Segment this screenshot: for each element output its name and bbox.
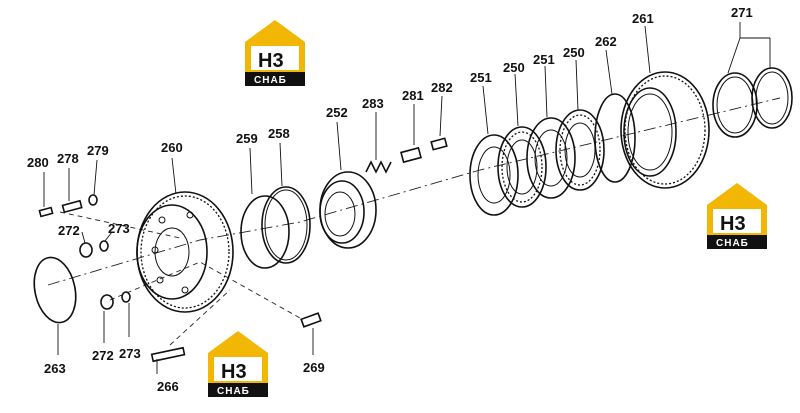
label-271: 271 — [731, 5, 753, 20]
label-250b: 250 — [563, 45, 585, 60]
label-262: 262 — [595, 34, 617, 49]
label-250a: 250 — [503, 60, 525, 75]
part-261-drum — [620, 71, 710, 189]
guide-line-bolt — [169, 289, 231, 346]
leader-lines — [43, 22, 771, 374]
brand-logo-bottom: H3 СНАБ — [208, 331, 268, 397]
label-280: 280 — [27, 155, 49, 170]
guide-line-lower — [109, 261, 301, 319]
label-269: 269 — [303, 360, 325, 375]
part-258-ring — [261, 186, 311, 264]
logo-mark: H3 — [258, 50, 284, 72]
logo-sub: СНАБ — [217, 386, 250, 397]
part-labels: 280 278 279 260 272 273 263 272 273 266 … — [27, 5, 753, 394]
part-280-screw — [38, 206, 54, 218]
part-260-housing — [136, 191, 234, 313]
part-273b-washer — [121, 291, 131, 303]
part-271-ring-a — [712, 72, 758, 138]
label-273a: 273 — [108, 221, 130, 236]
part-252-piston — [319, 171, 377, 249]
part-272b-plug — [100, 294, 114, 310]
part-262-ring — [594, 93, 636, 183]
brand-logo-right: H3 СНАБ — [707, 183, 767, 249]
part-263-o-ring — [33, 256, 77, 324]
label-251a: 251 — [470, 70, 492, 85]
label-273b: 273 — [119, 346, 141, 361]
part-272a-plug — [79, 242, 93, 258]
label-266: 266 — [157, 379, 179, 394]
brand-logo-top: H3 СНАБ — [245, 20, 305, 86]
logo-sub: СНАБ — [254, 75, 287, 86]
part-269-bolt — [300, 312, 322, 328]
logo-mark: H3 — [221, 361, 247, 383]
label-263: 263 — [44, 361, 66, 376]
label-278: 278 — [57, 151, 79, 166]
part-266-bolt — [150, 346, 186, 363]
label-281: 281 — [402, 88, 424, 103]
label-272b: 272 — [92, 348, 114, 363]
part-279-washer — [88, 194, 98, 206]
label-251b: 251 — [533, 52, 555, 67]
part-250a-disc — [497, 126, 547, 208]
part-251b-disc — [526, 117, 576, 199]
part-282-screw — [430, 137, 448, 151]
part-271-ring-b — [751, 67, 793, 129]
label-252: 252 — [326, 105, 348, 120]
logo-sub: СНАБ — [716, 238, 749, 249]
label-283: 283 — [362, 96, 384, 111]
label-259: 259 — [236, 131, 258, 146]
label-260: 260 — [161, 140, 183, 155]
part-283-spring — [365, 160, 392, 174]
part-281-pin — [400, 146, 422, 164]
part-251a-disc — [469, 134, 519, 216]
label-279: 279 — [87, 143, 109, 158]
center-axis — [47, 97, 781, 286]
guide-line-upper — [59, 211, 181, 239]
part-273a-washer — [99, 240, 109, 252]
label-261: 261 — [632, 11, 654, 26]
part-259-ring — [240, 195, 290, 269]
label-282: 282 — [431, 80, 453, 95]
label-272a: 272 — [58, 223, 80, 238]
part-278-fitting — [61, 199, 83, 214]
logo-mark: H3 — [720, 213, 746, 235]
label-258: 258 — [268, 126, 290, 141]
